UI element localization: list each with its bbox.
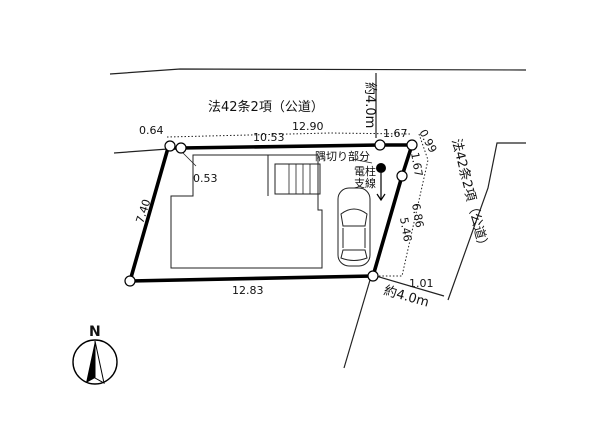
boundary-markers bbox=[124, 139, 418, 287]
dim-top-main: 10.53 bbox=[253, 131, 285, 144]
setback-line-north bbox=[166, 132, 411, 138]
dim-top-left-corner: 0.64 bbox=[139, 124, 164, 137]
compass-icon bbox=[72, 339, 118, 385]
pole-label-line2: 支線 bbox=[354, 176, 376, 190]
road-north-label: 法42条2項（公道） bbox=[208, 99, 324, 115]
road-width-line-east bbox=[375, 275, 445, 297]
dim-top-right-a: 1.67 bbox=[383, 127, 408, 140]
corner-cut-label: 隅切り部分 bbox=[315, 149, 370, 163]
house-outline bbox=[170, 154, 323, 269]
stairs bbox=[288, 164, 311, 194]
southeast-road-edge bbox=[343, 279, 371, 369]
pole-label-line1: 電柱 bbox=[354, 164, 376, 178]
compass-label: N bbox=[89, 324, 101, 340]
setback-lines bbox=[166, 132, 429, 277]
porch bbox=[274, 163, 321, 195]
dim-bottom: 12.83 bbox=[232, 284, 264, 297]
lot-boundary bbox=[128, 143, 414, 283]
east-road-edge bbox=[447, 142, 526, 301]
utility-pole bbox=[376, 163, 386, 202]
dim-right-corner: 1.67 bbox=[408, 151, 425, 177]
car-icon bbox=[337, 187, 371, 267]
west-boundary-line bbox=[113, 148, 169, 154]
dim-right-a: 6.86 bbox=[409, 202, 426, 228]
dim-setback: 1.01 bbox=[409, 277, 434, 290]
north-road-edge bbox=[109, 68, 527, 75]
dim-left-inner: 0.53 bbox=[193, 172, 218, 185]
road-north-width: 約4.0m bbox=[362, 82, 377, 128]
surroundings bbox=[109, 68, 527, 369]
dim-top-overall: 12.90 bbox=[292, 120, 324, 133]
leader-pole bbox=[351, 158, 373, 164]
dim-right-b: 5.46 bbox=[397, 216, 414, 242]
